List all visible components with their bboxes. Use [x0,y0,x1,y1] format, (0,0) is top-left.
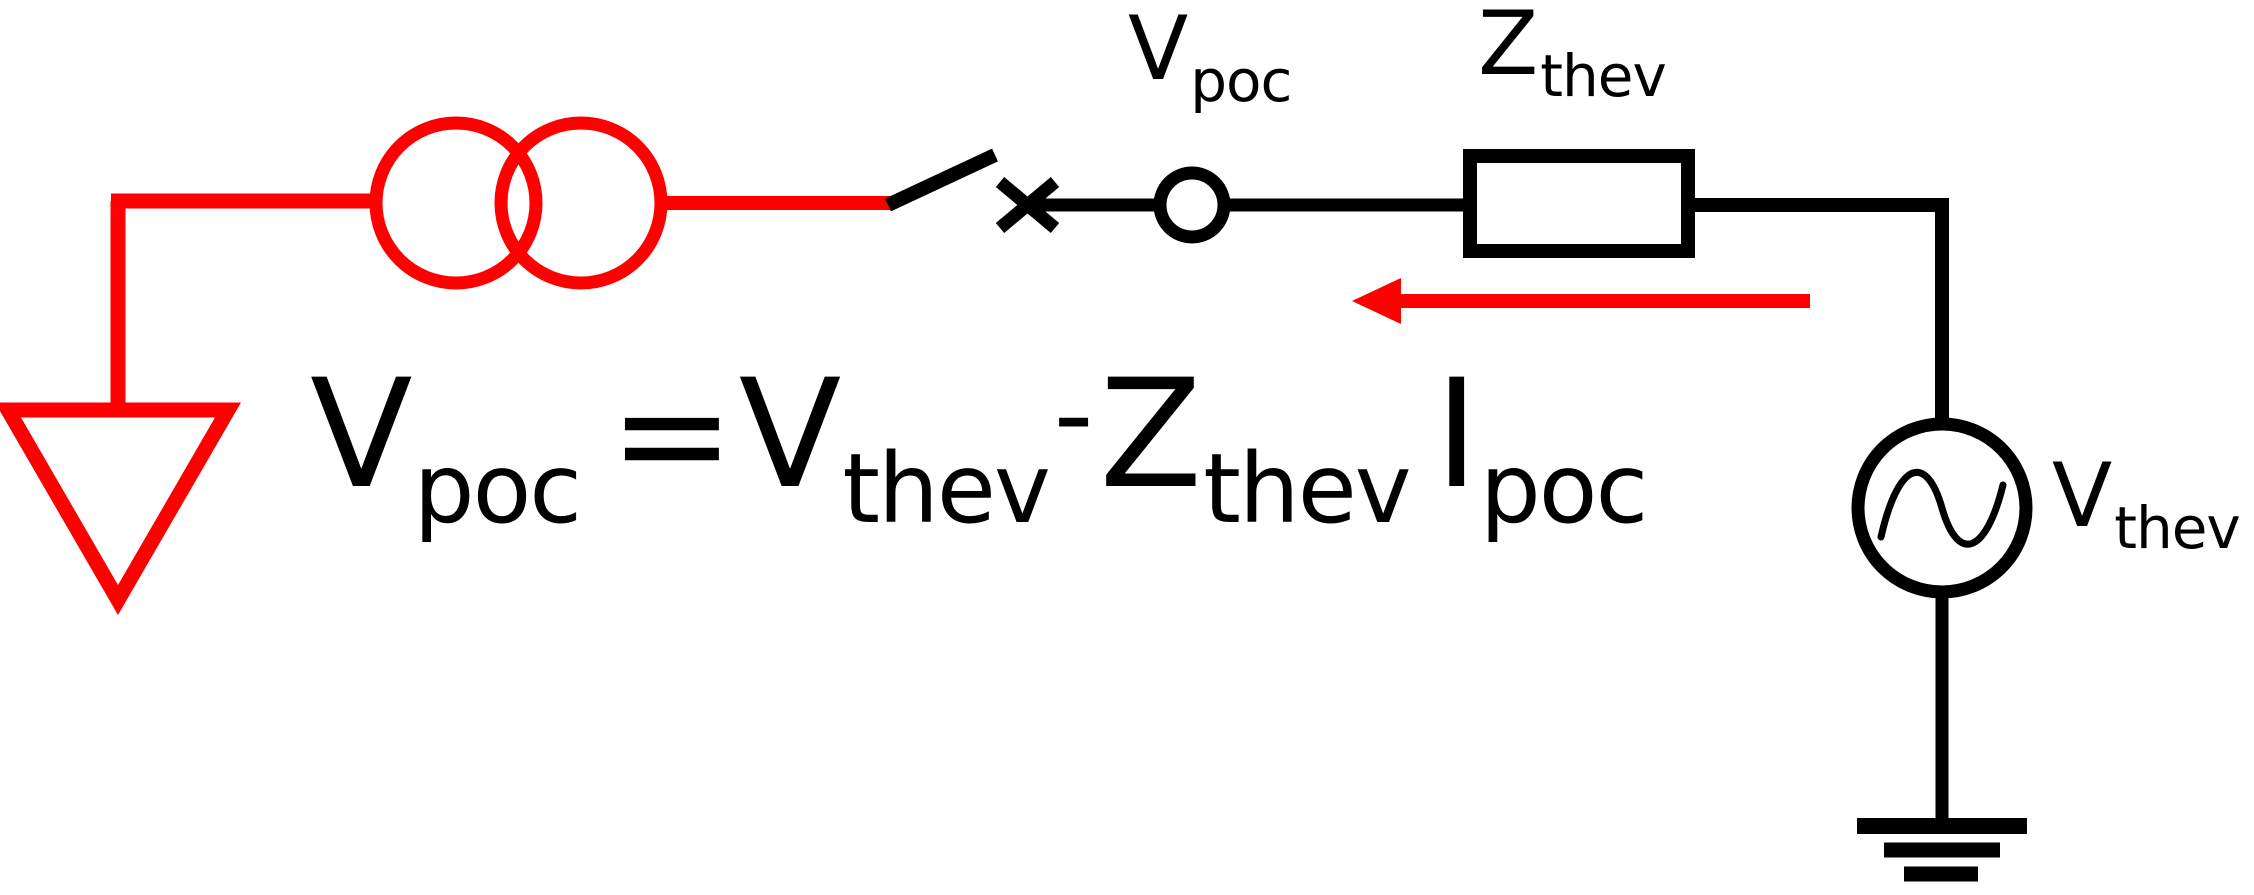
ac-sine-wave-icon [1877,469,2007,548]
label-z-thev-sub: thev [1540,42,1667,110]
eq-lhs-sub: poc [413,433,582,545]
poc-node-circle-icon [1153,166,1231,244]
transformer-winding-primary-icon [369,116,543,290]
label-v-thev-sub: thev [2114,494,2241,562]
label-v-thev: Vthev [2052,452,2241,558]
label-v-poc: Vpoc [1128,5,1292,111]
eq-rhs3-sub: poc [1479,433,1648,545]
switch-blade-icon[interactable] [885,148,998,212]
current-arrow-head-icon [1352,278,1401,324]
label-v-poc-base: V [1128,0,1189,100]
eq-rhs3-base: I [1434,348,1479,522]
eq-rhs1-base: V [738,348,842,522]
transformer-winding-secondary-icon [494,116,668,290]
eq-rhs1-sub: thev [842,433,1050,545]
label-z-thev: Zthev [1478,0,1667,105]
wire-impedance-to-source [1686,198,1949,424]
eq-equals: = [609,348,735,522]
label-v-poc-sub: poc [1190,47,1292,115]
label-z-thev-base: Z [1478,0,1539,95]
label-v-thev-base: V [2052,444,2113,547]
eq-lhs-base: V [310,348,413,522]
eq-rhs2-base: Z [1099,348,1203,522]
eq-rhs2-sub: thev [1203,433,1411,545]
delta-winding-icon [0,402,242,615]
thevenin-impedance-box-icon [1463,149,1695,258]
eq-minus: - [1053,350,1094,478]
